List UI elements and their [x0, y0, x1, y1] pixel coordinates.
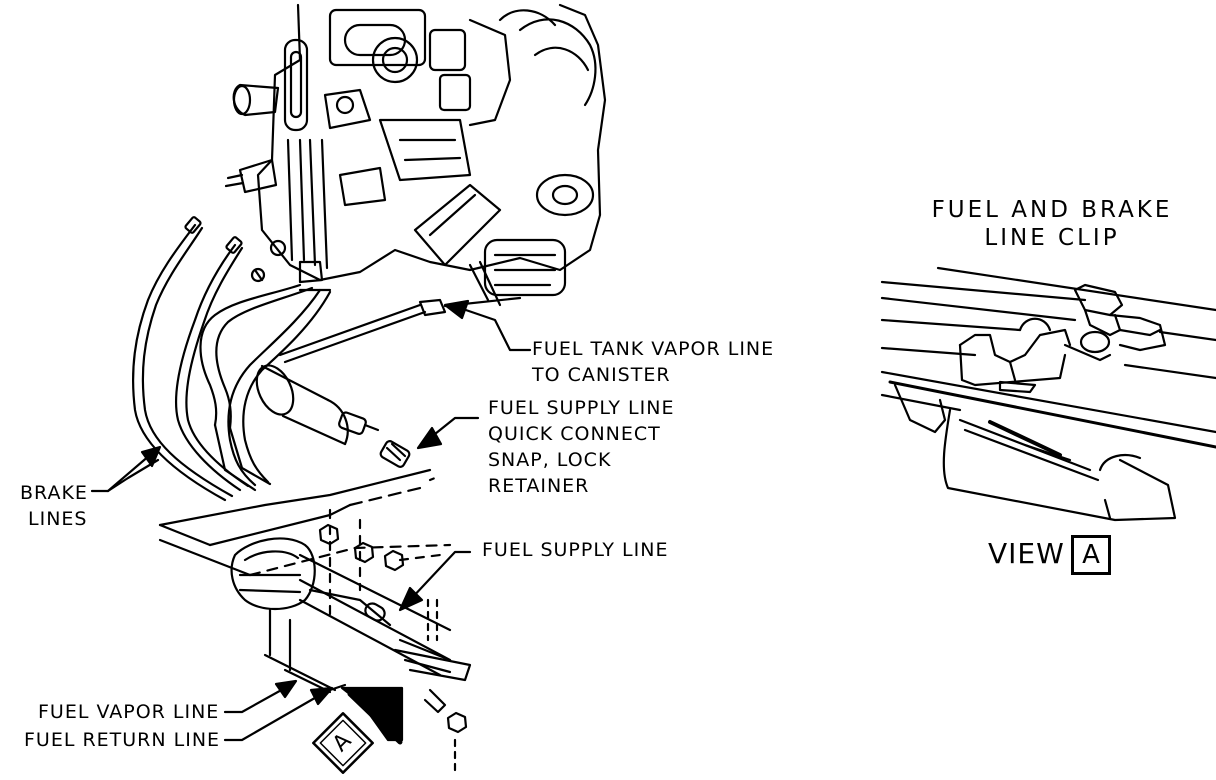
label-brake-lines-line1: BRAKE: [20, 482, 88, 504]
label-fuel-tank-vapor-line-line2: TO CANISTER: [532, 364, 671, 386]
view-a-detail-illustration: [880, 266, 1216, 522]
leader-lines: [90, 299, 532, 742]
view-detail-caption: VIEW: [988, 537, 1065, 570]
label-brake-lines-line2: LINES: [28, 508, 88, 530]
fuel-filter: [255, 364, 380, 446]
view-a-marker: [312, 712, 374, 774]
view-detail-title: FUEL AND BRAKE LINE CLIP: [912, 196, 1192, 252]
label-quick-connect-line4: RETAINER: [488, 475, 590, 497]
vapor-line-to-canister: [278, 296, 522, 364]
label-quick-connect-line3: SNAP, LOCK: [488, 449, 612, 471]
label-fuel-vapor-line: FUEL VAPOR LINE: [38, 701, 220, 723]
hex-nuts: [318, 523, 468, 734]
label-quick-connect-line1: FUEL SUPPLY LINE: [488, 397, 675, 419]
quick-connect: [379, 440, 411, 468]
view-detail-letter-box: A: [1071, 535, 1111, 575]
fuel-hoses: [199, 283, 332, 492]
label-fuel-supply-quick-connect: FUEL SUPPLY LINE QUICK CONNECT SNAP, LOC…: [488, 395, 674, 499]
engine-assembly: [224, 3, 607, 307]
label-fuel-tank-vapor-line: FUEL TANK VAPOR LINE TO CANISTER: [532, 336, 774, 388]
label-brake-lines: BRAKE LINES: [20, 480, 88, 532]
view-detail-title-line2: LINE CLIP: [984, 225, 1120, 251]
label-quick-connect-line2: QUICK CONNECT: [488, 423, 661, 445]
label-fuel-supply-line: FUEL SUPPLY LINE: [482, 539, 669, 561]
view-a-arrow: [340, 686, 404, 745]
label-fuel-return-line: FUEL RETURN LINE: [24, 729, 221, 751]
line-clip-assembly: [230, 508, 472, 777]
label-fuel-tank-vapor-line-line1: FUEL TANK VAPOR LINE: [532, 338, 775, 360]
brake-lines: [132, 216, 250, 502]
view-detail-title-line1: FUEL AND BRAKE: [931, 197, 1173, 223]
